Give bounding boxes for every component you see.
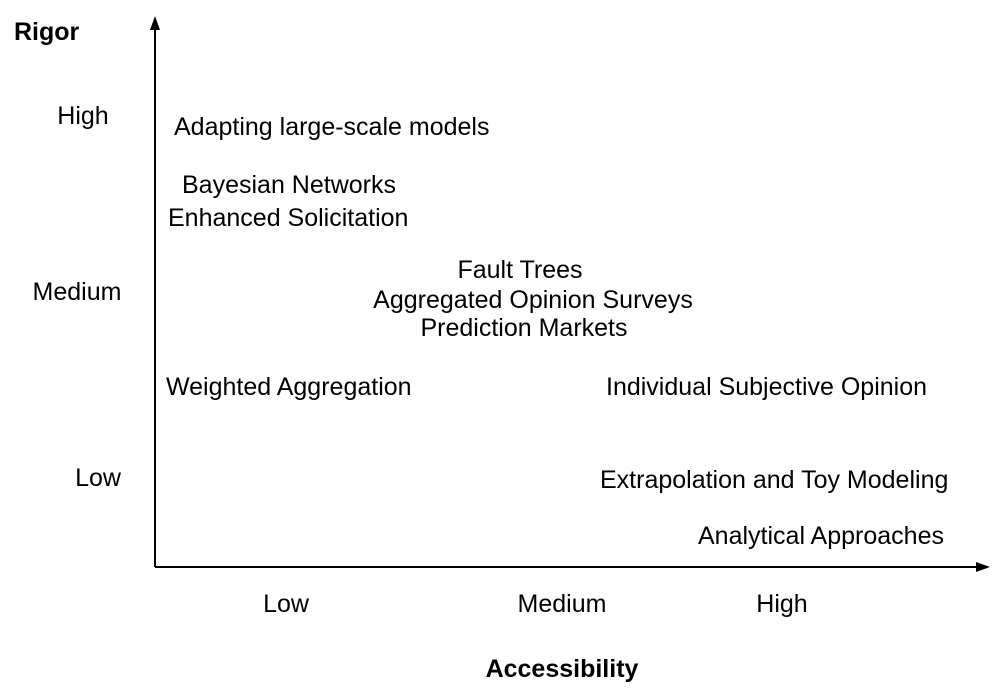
method-weighted-aggregation: Weighted Aggregation bbox=[166, 373, 412, 401]
method-enhanced-solicitation: Enhanced Solicitation bbox=[168, 204, 408, 232]
method-bayesian-networks: Bayesian Networks bbox=[182, 171, 396, 199]
y-axis bbox=[150, 16, 160, 567]
y-tick-low: Low bbox=[75, 464, 122, 492]
y-tick-medium: Medium bbox=[33, 278, 122, 306]
x-axis bbox=[155, 562, 990, 572]
method-extrapolation-and-toy-modeling: Extrapolation and Toy Modeling bbox=[600, 466, 948, 494]
method-fault-trees: Fault Trees bbox=[457, 256, 582, 284]
method-prediction-markets: Prediction Markets bbox=[420, 314, 627, 342]
method-adapting-large-scale-models: Adapting large-scale models bbox=[174, 113, 489, 141]
x-tick-high: High bbox=[756, 590, 807, 618]
method-aggregated-opinion-surveys: Aggregated Opinion Surveys bbox=[373, 286, 693, 314]
x-tick-low: Low bbox=[263, 590, 310, 618]
x-axis-title: Accessibility bbox=[486, 655, 639, 683]
x-axis-arrowhead bbox=[976, 562, 990, 572]
y-axis-title: Rigor bbox=[14, 18, 80, 46]
method-analytical-approaches: Analytical Approaches bbox=[698, 522, 944, 550]
x-tick-medium: Medium bbox=[518, 590, 607, 618]
y-axis-arrowhead bbox=[150, 16, 160, 30]
y-tick-high: High bbox=[57, 102, 108, 130]
method-individual-subjective-opinion: Individual Subjective Opinion bbox=[606, 373, 927, 401]
